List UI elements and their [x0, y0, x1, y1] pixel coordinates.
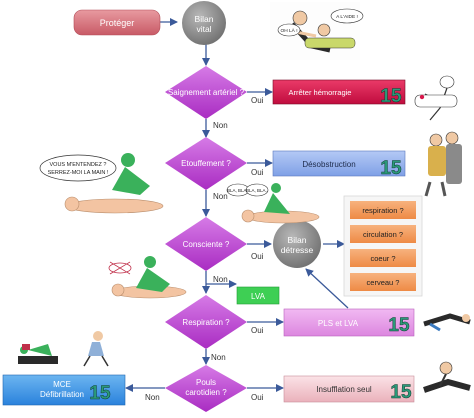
- svg-text:SERREZ-MOI LA MAIN !: SERREZ-MOI LA MAIN !: [48, 170, 109, 176]
- bilan-detresse-line2: détresse: [281, 245, 314, 255]
- respiration-label: Respiration ?: [182, 318, 230, 327]
- consciente-label: Consciente ?: [183, 240, 230, 249]
- desobstruction-label: Désobstruction: [302, 160, 355, 169]
- pouls-line1: Pouls: [196, 378, 216, 387]
- illustration-alert-scene: A L'AIDE ! OH LÀ !: [270, 2, 364, 60]
- badge-15-arreter: 15: [380, 86, 402, 107]
- illustration-pls: [423, 313, 471, 332]
- label-oui-consciente: Oui: [251, 252, 264, 261]
- illustration-cpr: [18, 344, 58, 364]
- speech-bubble-oh-la: OH LÀ !: [277, 23, 301, 37]
- respiration-check-box: [350, 201, 416, 219]
- svg-text:A L'AIDE !: A L'AIDE !: [336, 14, 358, 20]
- insufflation-label: Insufflation seul: [316, 385, 372, 394]
- etouffement-label: Etouffement ?: [181, 159, 231, 168]
- illustration-insufflation: [423, 361, 471, 393]
- etouffement-diamond: Etouffement ?: [165, 137, 247, 190]
- illustration-heimlich: [424, 131, 462, 197]
- proteger-node: Protéger: [73, 9, 161, 36]
- badge-15-pls: 15: [388, 315, 410, 336]
- svg-text:VOUS M'ENTENDEZ ?: VOUS M'ENTENDEZ ?: [50, 162, 107, 168]
- illustration-airway: [108, 256, 187, 299]
- no-speech-symbol: [108, 261, 132, 275]
- label-oui-pouls: Oui: [251, 393, 264, 402]
- label-oui-respiration: Oui: [251, 326, 264, 335]
- respiration-diamond: Respiration ?: [165, 295, 247, 349]
- label-non-respiration: Non: [211, 353, 226, 362]
- coeur-check-label: coeur ?: [370, 254, 395, 263]
- illustration-conscience-check: VOUS M'ENTENDEZ ? SERREZ-MOI LA MAIN !: [39, 153, 164, 214]
- circulation-check-label: circulation ?: [363, 230, 403, 239]
- illustration-conscious-victim: BLA, BLA.. BLA, BLA..: [226, 183, 320, 224]
- mce-box: MCE Défibrillation 15: [2, 374, 126, 406]
- label-oui-etouffement: Oui: [251, 168, 264, 177]
- saignement-diamond: Saignement artériel ?: [165, 66, 247, 119]
- pouls-diamond: Pouls carotidien ?: [165, 365, 247, 412]
- label-non-consciente: Non: [213, 275, 228, 284]
- bilan-detresse-line1: Bilan: [288, 235, 307, 245]
- respiration-check-label: respiration ?: [362, 206, 403, 215]
- bilan-vital-line1: Bilan: [195, 14, 214, 24]
- label-non-pouls: Non: [145, 393, 160, 402]
- pls-lva-label: PLS et LVA: [318, 319, 359, 328]
- connectors: [125, 18, 349, 392]
- bilan-detresse-node: Bilan détresse: [273, 220, 321, 268]
- saignement-label: Saignement artériel ?: [168, 88, 245, 97]
- pouls-line2: carotidien ?: [185, 388, 227, 397]
- svg-text:BLA, BLA..: BLA, BLA..: [246, 188, 268, 193]
- badge-15-desobstruction: 15: [380, 158, 402, 179]
- coeur-check-box: [350, 249, 416, 267]
- arreter-box: Arrêter hémorragie 15: [272, 79, 406, 107]
- lva-label: LVA: [251, 292, 266, 301]
- svg-text:BLA, BLA..: BLA, BLA..: [227, 188, 249, 193]
- lva-box: LVA: [236, 286, 280, 305]
- illustration-faint: [83, 331, 109, 367]
- speech-bubble-a-laide: A L'AIDE !: [330, 8, 364, 24]
- bilan-vital-line2: vital: [196, 24, 211, 34]
- arreter-label: Arrêter hémorragie: [289, 88, 352, 97]
- desobstruction-box: Désobstruction 15: [272, 150, 406, 179]
- proteger-label: Protéger: [100, 18, 135, 28]
- consciente-diamond: Consciente ?: [165, 217, 247, 271]
- arrow-pls-bilan-detresse: [305, 268, 349, 309]
- edge-labels: Oui Non Oui Non Oui Non Oui Non Oui Non: [145, 96, 264, 402]
- mce-line2: Défibrillation: [40, 390, 84, 399]
- circulation-check-box: [350, 225, 416, 243]
- bilan-vital-node: Bilan vital: [182, 1, 226, 45]
- detresse-panel: respiration ? circulation ? coeur ? cerv…: [343, 195, 423, 297]
- cerveau-check-box: [350, 273, 416, 291]
- mce-line1: MCE: [53, 380, 71, 389]
- illustration-hemorrhage: [414, 75, 458, 121]
- speech-bubble-vous-mentendez: VOUS M'ENTENDEZ ? SERREZ-MOI LA MAIN !: [39, 154, 117, 182]
- label-non-etouffement: Non: [213, 192, 228, 201]
- svg-text:OH LÀ !: OH LÀ !: [280, 27, 297, 34]
- speech-bubble-bla-2: BLA, BLA..: [245, 183, 269, 197]
- pls-lva-box: PLS et LVA 15: [283, 308, 415, 337]
- label-non-saignement: Non: [213, 121, 228, 130]
- cerveau-check-label: cerveau ?: [367, 278, 400, 287]
- insufflation-box: Insufflation seul 15: [283, 375, 415, 403]
- badge-15-insufflation: 15: [390, 382, 412, 403]
- badge-15-mce: 15: [89, 383, 111, 404]
- label-oui-saignement: Oui: [251, 96, 264, 105]
